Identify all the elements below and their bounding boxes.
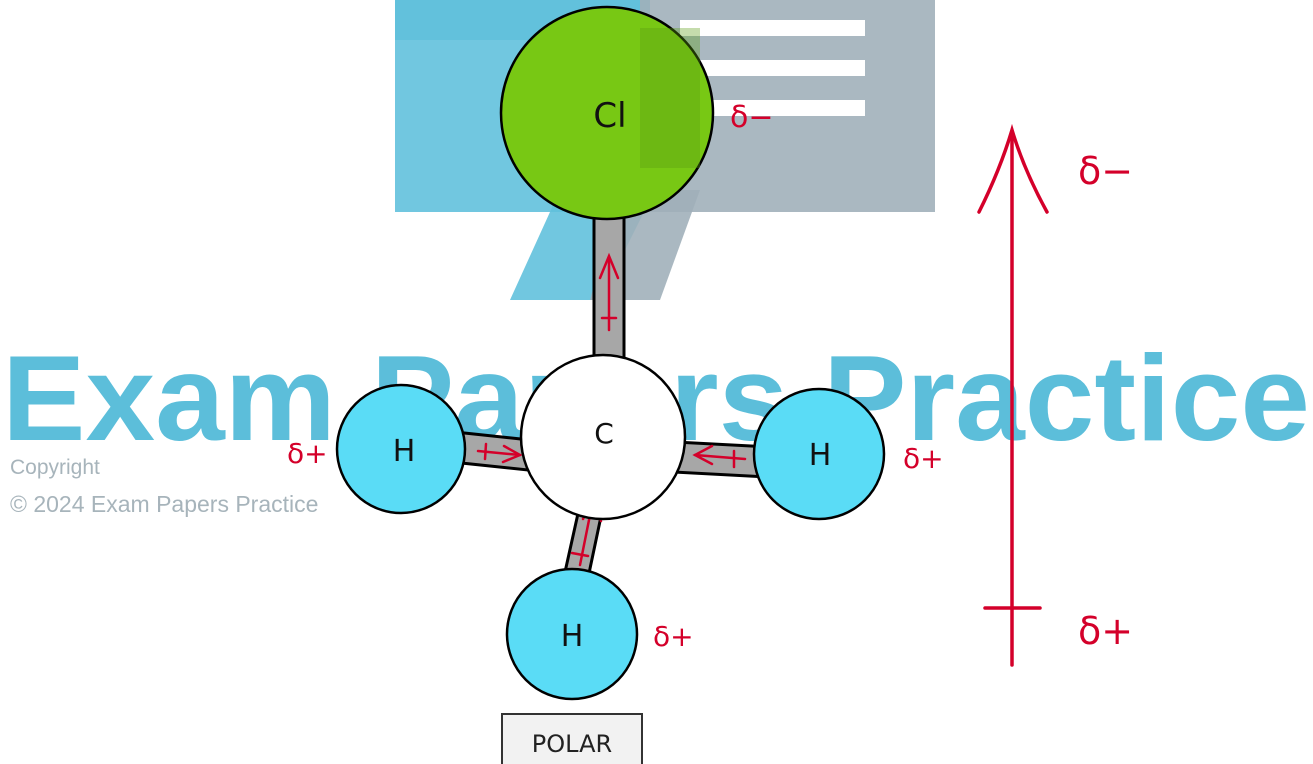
chlorine-charge: δ− (730, 100, 774, 135)
hydrogen-left-symbol: H (393, 434, 416, 469)
atom-chlorine: Cl (499, 5, 715, 221)
hydrogen-right-charge: δ+ (903, 442, 944, 475)
hydrogen-right-symbol: H (809, 438, 832, 473)
net-dipole-negative-label: δ− (1078, 149, 1133, 193)
hydrogen-left-charge: δ+ (287, 437, 328, 470)
bond-dipoles (476, 252, 747, 567)
watermark-copyright-label: Copyright (10, 456, 100, 479)
polarity-label-box: POLAR (501, 713, 643, 764)
polarity-label: POLAR (532, 730, 612, 758)
atom-hydrogen-left: H (335, 383, 467, 515)
hydrogen-bottom-charge: δ+ (653, 620, 694, 653)
atom-carbon: C (519, 353, 687, 521)
carbon-symbol: C (594, 417, 614, 450)
net-dipole-arrow (977, 123, 1049, 667)
atom-hydrogen-right: H (752, 387, 886, 521)
atom-hydrogen-bottom: H (505, 567, 639, 701)
net-dipole-positive-label: δ+ (1078, 609, 1133, 653)
watermark-copyright-notice: © 2024 Exam Papers Practice (10, 491, 318, 517)
hydrogen-bottom-symbol: H (561, 619, 584, 654)
chlorine-symbol: Cl (593, 96, 626, 136)
